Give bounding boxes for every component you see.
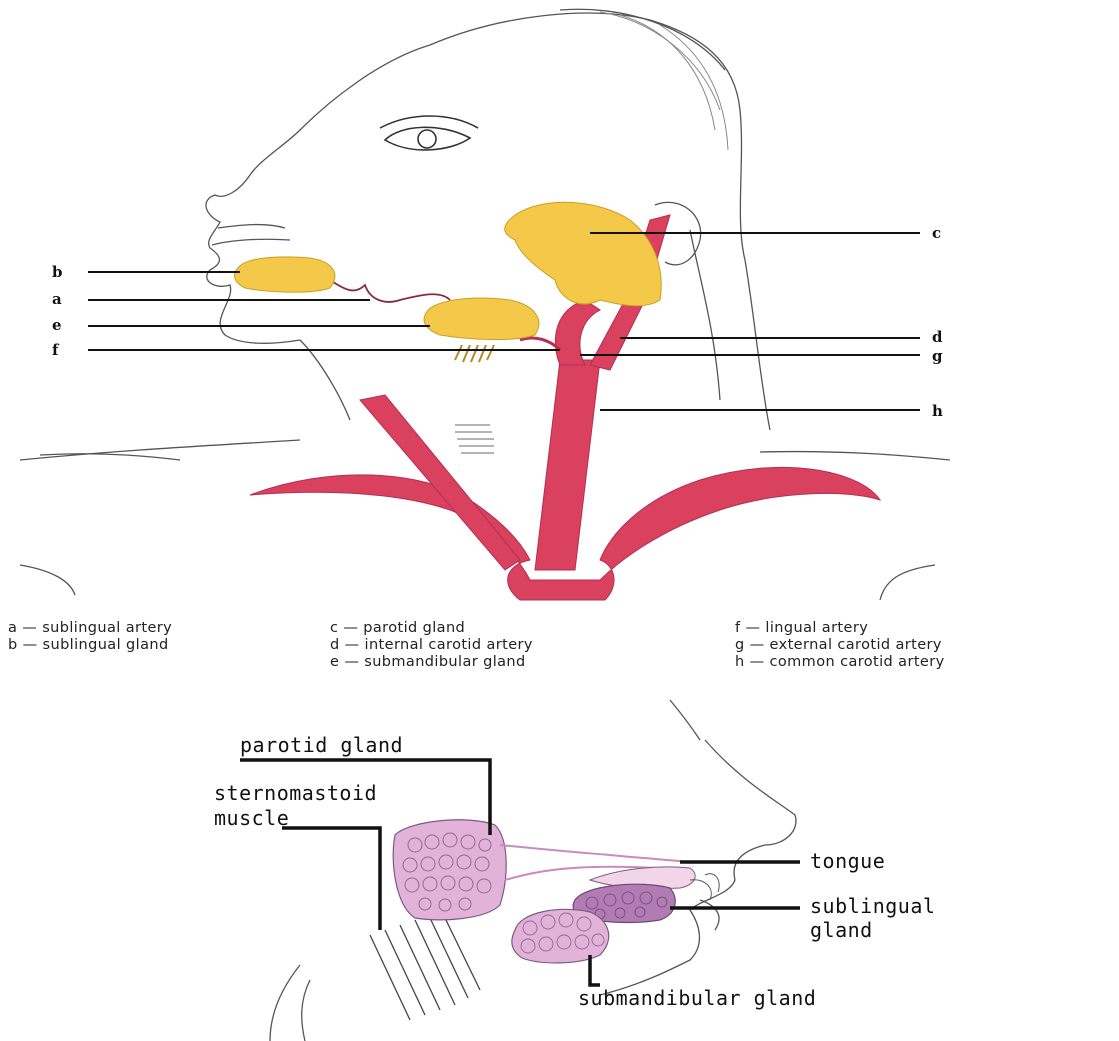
trachea-rings <box>455 425 494 453</box>
legend-item-d: d — internal carotid artery <box>330 637 533 654</box>
legend-column-1: a — sublingual artery b — sublingual gla… <box>8 620 172 654</box>
label-sublingual-line1: sublingual <box>810 894 935 918</box>
label-sternomastoid-line2: muscle <box>214 806 289 830</box>
hair <box>600 12 728 150</box>
submandibular-ducts <box>455 345 494 362</box>
sublingual-artery <box>330 280 450 302</box>
callout-h: h <box>932 402 943 420</box>
legend-item-f: f — lingual artery <box>735 620 945 637</box>
parotid-duct <box>500 845 690 862</box>
lingual-artery-line <box>520 338 560 350</box>
submandibular-gland-upper <box>424 298 539 339</box>
legend-item-c: c — parotid gland <box>330 620 533 637</box>
legend-column-3: f — lingual artery g — external carotid … <box>735 620 945 671</box>
glands-upper <box>234 202 661 339</box>
callout-g: g <box>932 347 943 365</box>
label-sublingual-line2: gland <box>810 918 873 942</box>
eye <box>380 116 478 150</box>
sublingual-gland-upper <box>234 257 334 292</box>
label-parotid-gland: parotid gland <box>240 733 403 757</box>
label-submandibular-gland: submandibular gland <box>578 986 816 1010</box>
muscle-stripes <box>370 918 480 1020</box>
legend-item-e: e — submandibular gland <box>330 654 533 671</box>
legend-item-b: b — sublingual gland <box>8 637 172 654</box>
callout-b: b <box>52 263 63 281</box>
callout-a: a <box>52 290 62 308</box>
legend-item-g: g — external carotid artery <box>735 637 945 654</box>
legend-item-a: a — sublingual artery <box>8 620 172 637</box>
label-sternomastoid-line1: sternomastoid <box>214 781 377 805</box>
callout-c: c <box>932 224 941 242</box>
parotid-gland <box>505 202 662 306</box>
label-tongue: tongue <box>810 849 885 873</box>
legend-item-h: h — common carotid artery <box>735 654 945 671</box>
callout-d: d <box>932 328 943 346</box>
submandibular-gland-lower <box>512 909 609 963</box>
legend-column-2: c — parotid gland d — internal carotid a… <box>330 620 533 671</box>
callout-e: e <box>52 316 62 334</box>
callout-f: f <box>52 341 60 359</box>
common-carotid <box>535 360 600 570</box>
